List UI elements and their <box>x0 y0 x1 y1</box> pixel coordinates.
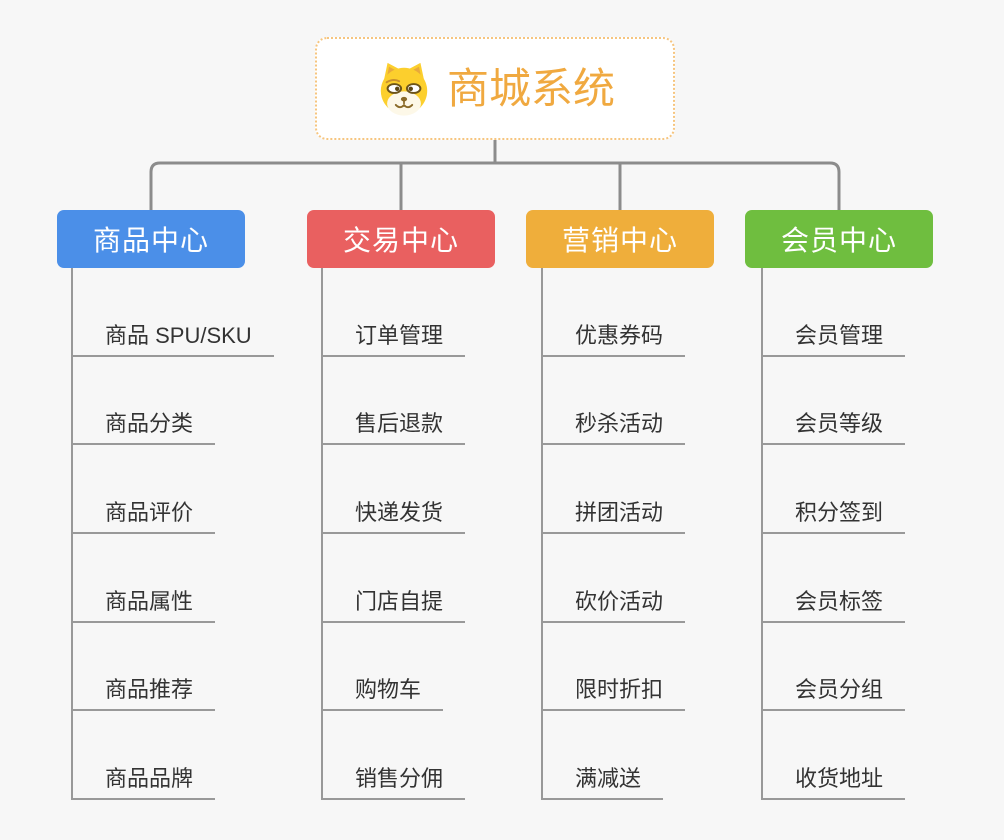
leaf-node[interactable]: 商品 SPU/SKU <box>73 268 274 357</box>
branch-label: 营销中心 <box>561 225 678 256</box>
leaf-node[interactable]: 会员标签 <box>763 534 906 623</box>
leaf-node[interactable]: 会员分组 <box>763 623 906 712</box>
branch-children-marketing-center: 优惠券码 秒杀活动 拼团活动 砍价活动 限时折扣 满减送 <box>541 268 686 801</box>
leaf-node[interactable]: 商品属性 <box>73 534 216 623</box>
leaf-node[interactable]: 商品推荐 <box>73 623 216 712</box>
leaf-node[interactable]: 商品品牌 <box>73 711 216 801</box>
leaf-node[interactable]: 商品评价 <box>73 445 216 535</box>
branch-node-marketing-center[interactable]: 营销中心 <box>526 210 714 268</box>
leaf-node[interactable]: 购物车 <box>323 623 444 712</box>
branch-node-product-center[interactable]: 商品中心 <box>57 210 245 268</box>
leaf-node[interactable]: 会员管理 <box>763 268 906 357</box>
leaf-node[interactable]: 门店自提 <box>323 534 466 623</box>
leaf-node[interactable]: 秒杀活动 <box>543 357 686 446</box>
root-title: 商城系统 <box>446 64 615 112</box>
branch-label: 会员中心 <box>780 225 897 256</box>
leaf-node[interactable]: 优惠券码 <box>543 268 686 357</box>
leaf-node[interactable]: 满减送 <box>543 711 664 801</box>
branch-children-product-center: 商品 SPU/SKU 商品分类 商品评价 商品属性 商品推荐 商品品牌 <box>71 268 274 801</box>
branch-label: 商品中心 <box>92 225 209 256</box>
leaf-node[interactable]: 限时折扣 <box>543 623 686 712</box>
branch-node-member-center[interactable]: 会员中心 <box>745 210 933 268</box>
leaf-node[interactable]: 售后退款 <box>323 357 466 446</box>
leaf-node[interactable]: 会员等级 <box>763 357 906 446</box>
branch-label: 交易中心 <box>342 225 459 256</box>
leaf-node[interactable]: 收货地址 <box>763 711 906 801</box>
branch-node-trade-center[interactable]: 交易中心 <box>307 210 495 268</box>
leaf-node[interactable]: 订单管理 <box>323 268 466 357</box>
leaf-node[interactable]: 快递发货 <box>323 445 466 535</box>
leaf-node[interactable]: 销售分佣 <box>323 711 466 801</box>
shiba-dog-icon <box>380 62 428 116</box>
branch-children-member-center: 会员管理 会员等级 积分签到 会员标签 会员分组 收货地址 <box>761 268 906 801</box>
leaf-node[interactable]: 拼团活动 <box>543 445 686 535</box>
branch-children-trade-center: 订单管理 售后退款 快递发货 门店自提 购物车 销售分佣 <box>321 268 466 801</box>
leaf-node[interactable]: 砍价活动 <box>543 534 686 623</box>
leaf-node[interactable]: 商品分类 <box>73 357 216 446</box>
leaf-node[interactable]: 积分签到 <box>763 445 906 535</box>
root-node-mall-system[interactable]: 商城系统 <box>315 37 675 140</box>
